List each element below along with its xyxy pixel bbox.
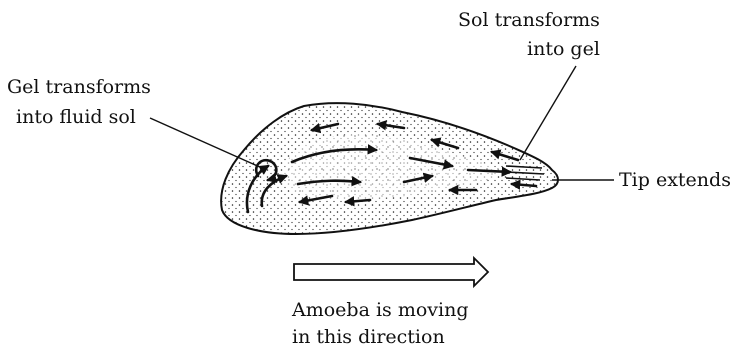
leader-line-sol-to-gel — [520, 66, 576, 160]
label-sol-to-gel-line1: Sol transforms — [458, 9, 600, 31]
direction-caption-line1: Amoeba is moving — [291, 299, 468, 321]
amoeba-body — [221, 103, 558, 234]
label-gel-to-sol-line2: into fluid sol — [16, 106, 136, 128]
label-gel-to-sol-line1: Gel transforms — [7, 76, 151, 98]
label-tip: Tip extends — [619, 169, 731, 191]
direction-arrow — [294, 258, 488, 286]
direction-caption-line2: in this direction — [292, 326, 445, 348]
label-sol-to-gel-line2: into gel — [527, 38, 600, 60]
leader-line-gel-to-sol — [150, 118, 262, 168]
